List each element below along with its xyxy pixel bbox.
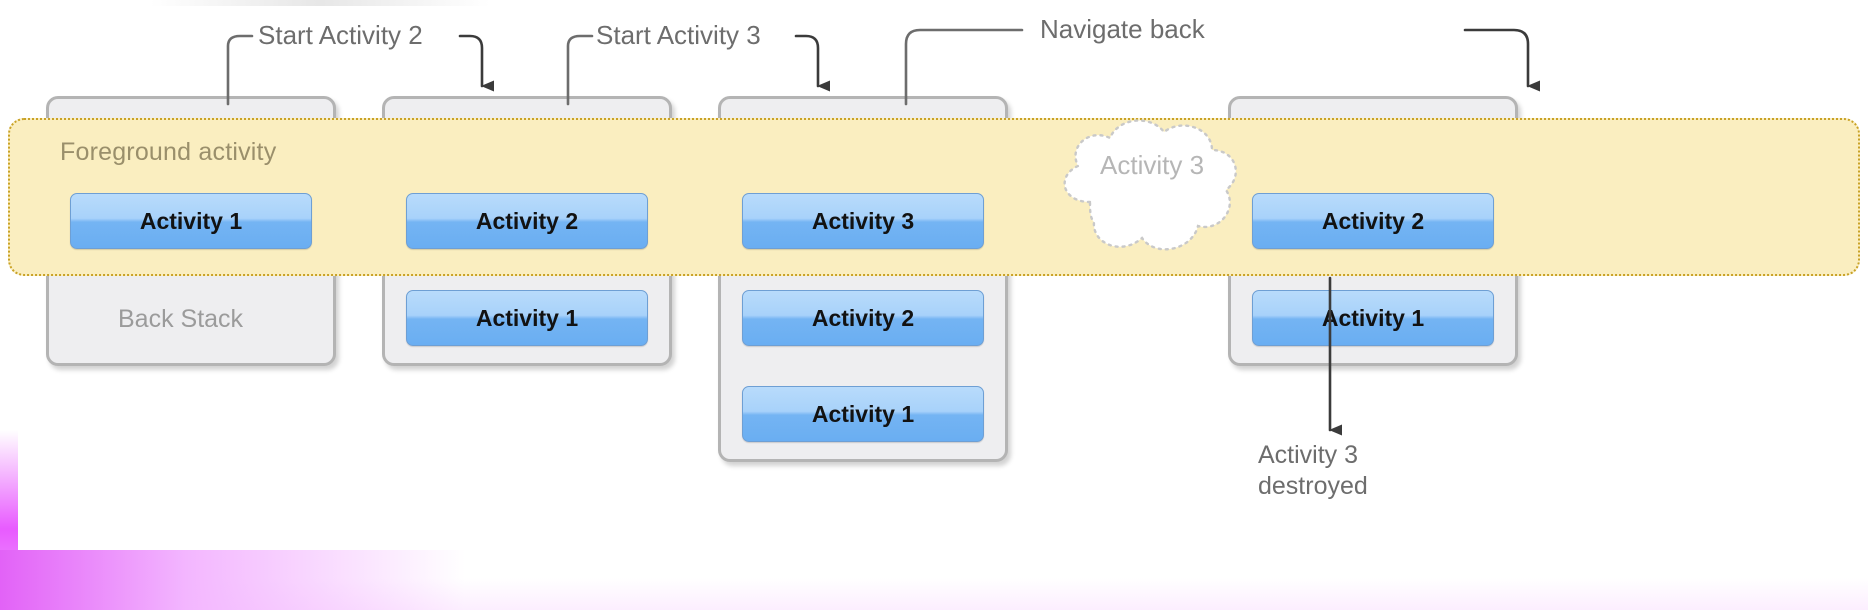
label-start-activity-3: Start Activity 3 [596,20,761,50]
activity3-destroyed-note: Activity 3 destroyed [1258,441,1368,501]
activity-chip[interactable]: Activity 1 [742,386,984,442]
cloud-activity3 [1022,110,1272,285]
activity-chip[interactable]: Activity 2 [406,193,648,249]
back-stack-label: Back Stack [118,305,244,333]
top-strip-artifact [150,0,490,6]
activity-chip[interactable]: Activity 1 [406,290,648,346]
activity-chip[interactable]: Activity 2 [742,290,984,346]
label-start-activity-2: Start Activity 2 [258,20,423,50]
label-navigate-back: Navigate back [1040,14,1205,44]
connector-navigate-back [904,28,1540,106]
activity-chip[interactable]: Activity 1 [70,193,312,249]
activity-chip[interactable]: Activity 3 [742,193,984,249]
activity-chip[interactable]: Activity 2 [1252,193,1494,249]
foreground-activity-label: Foreground activity [60,138,277,166]
activity-chip[interactable]: Activity 1 [1252,290,1494,346]
cloud-activity3-label: Activity 3 [1100,150,1205,180]
bottom-magenta-artifact [0,550,620,610]
